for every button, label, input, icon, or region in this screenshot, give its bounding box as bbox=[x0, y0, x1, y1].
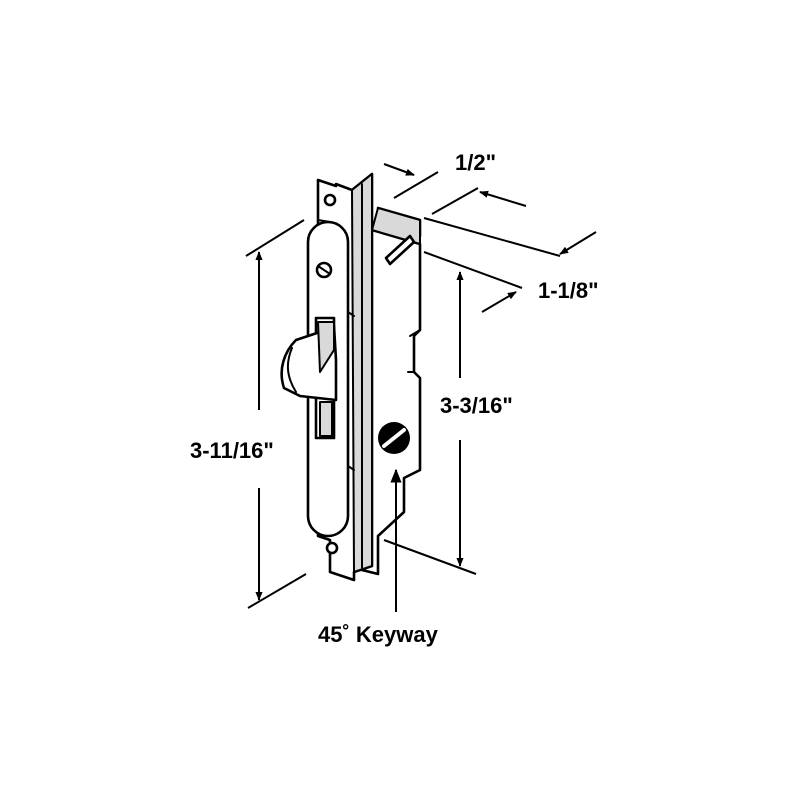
dim-arrow-right bbox=[479, 190, 527, 207]
keyway-callout: 45˚ Keyway bbox=[318, 468, 439, 647]
top-screw-hole bbox=[323, 193, 337, 207]
ext-line-top bbox=[245, 219, 305, 257]
dim-top-width: 1/2" bbox=[383, 150, 527, 215]
depth-label: 1-1/8" bbox=[538, 278, 599, 303]
dim-faceplate-height: 3-11/16" bbox=[190, 219, 307, 609]
hook-latch-curve bbox=[286, 347, 297, 393]
dim-arrow-upper bbox=[559, 231, 597, 255]
faceplate-height-label: 3-11/16" bbox=[190, 438, 274, 463]
plate-clips bbox=[347, 311, 355, 471]
case-step bbox=[403, 469, 421, 479]
dim-body-height: 3-3/16" bbox=[383, 251, 523, 575]
ext-line-depth bbox=[423, 217, 561, 257]
case-tab bbox=[407, 329, 421, 373]
dim-depth: 1-1/8" bbox=[423, 217, 599, 313]
top-width-label: 1/2" bbox=[455, 150, 496, 175]
keyway-label: 45˚ Keyway bbox=[318, 622, 439, 647]
bottom-screw-hole bbox=[325, 541, 339, 555]
dim-arrow-lower bbox=[481, 291, 517, 313]
hook-latch-pivot bbox=[317, 321, 335, 373]
case-top-face bbox=[371, 207, 421, 245]
ext-line-top bbox=[423, 251, 523, 289]
ext-line-left bbox=[393, 171, 439, 199]
dim-arrow-left bbox=[383, 163, 415, 176]
ext-line-bottom bbox=[383, 539, 477, 575]
latch-window-lower bbox=[319, 401, 333, 437]
ext-line-bottom bbox=[247, 573, 307, 609]
keyway-slot bbox=[382, 428, 406, 448]
faceplate bbox=[280, 172, 374, 582]
plate-screw-slot bbox=[317, 265, 331, 275]
ext-line-right bbox=[431, 187, 479, 215]
body-height-label: 3-3/16" bbox=[440, 393, 513, 418]
case-slot bbox=[384, 234, 416, 266]
